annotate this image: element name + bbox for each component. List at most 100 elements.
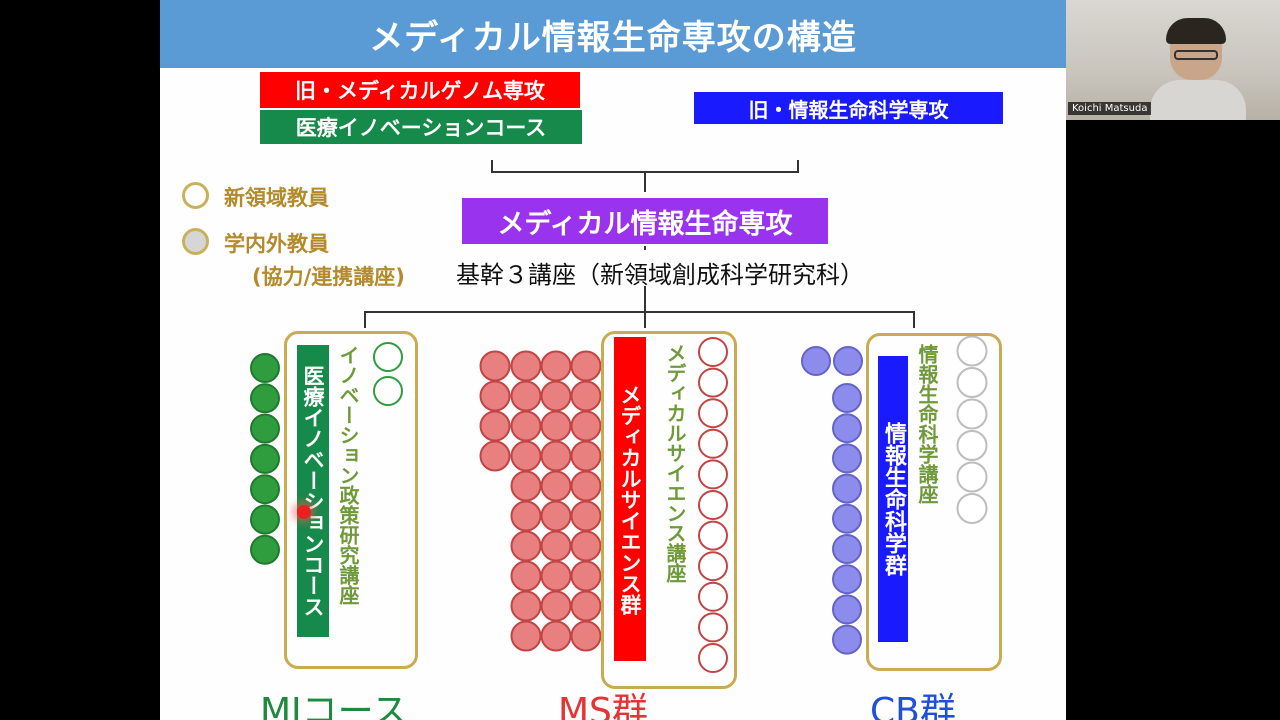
cb-member-circle	[832, 503, 862, 534]
cb-lecture: 情報生命科学講座	[915, 344, 939, 504]
cb-new-circle	[956, 398, 988, 430]
connector-lines	[364, 160, 915, 328]
ms-member-circle	[479, 380, 511, 412]
ms-new-circle	[698, 520, 728, 551]
innovation-course-label: 医療イノベーションコース	[295, 116, 547, 140]
ms-member-circle	[510, 530, 542, 562]
ms-member-circle	[570, 350, 602, 382]
ms-new-circle	[698, 337, 728, 367]
ms-member-circle	[479, 440, 511, 472]
ms-new-circle	[698, 459, 728, 490]
cb-group-frame	[866, 333, 1002, 671]
ms-member-circle	[479, 350, 511, 382]
mi-lecture: イノベーション政策研究講座	[336, 345, 360, 605]
ms-member-circle	[510, 350, 542, 382]
legend-circle-internal	[182, 228, 209, 255]
ms-new-circle	[698, 428, 728, 459]
ms-new-circle	[698, 612, 728, 643]
old-genome-label: 旧・メディカルゲノム専攻	[295, 79, 545, 103]
cb-band: 情報生命科学群	[878, 356, 908, 642]
ms-member-circle	[570, 530, 602, 562]
ms-member-circle	[570, 410, 602, 442]
slide-title-bar: メディカル情報生命専攻の構造	[160, 0, 1066, 68]
member-circles	[250, 335, 988, 673]
webcam-hair	[1166, 18, 1226, 44]
ms-member-circle	[570, 620, 602, 652]
cb-member-circle	[832, 594, 862, 625]
ms-member-circle	[570, 500, 602, 532]
ms-member-circle	[510, 560, 542, 592]
mi-member-circle	[250, 383, 280, 414]
ms-member-circle	[510, 410, 542, 442]
cb-new-circle	[956, 367, 988, 398]
ms-member-circle	[570, 560, 602, 592]
top-bracket	[491, 160, 799, 173]
ms-member-circle	[479, 410, 511, 442]
webcam-participant-name: Koichi Matsuda	[1068, 102, 1152, 115]
ms-member-circle	[540, 530, 572, 562]
mi-band: 医療イノベーションコース	[297, 345, 329, 637]
cb-member-circle	[832, 413, 862, 444]
legend-circle-new	[182, 182, 209, 209]
legend-cooperation: (協力/連携講座)	[252, 265, 405, 289]
subtitle: 基幹３講座（新領域創成科学研究科）	[456, 261, 864, 289]
ms-member-circle	[570, 380, 602, 412]
cb-new-circle	[956, 335, 988, 367]
cb-new-circle	[956, 461, 988, 493]
ms-member-circle	[540, 410, 572, 442]
cb-member-circle	[832, 624, 862, 655]
center-box: メディカル情報生命専攻	[462, 198, 828, 244]
ms-new-circle	[698, 581, 728, 612]
mi-member-circle	[250, 353, 280, 383]
mi-new-circle	[373, 342, 403, 372]
ms-group-label: MS群	[558, 691, 648, 720]
cb-group-label: CB群	[870, 691, 956, 720]
ms-member-circle	[510, 470, 542, 502]
cb-new-circle	[956, 493, 988, 524]
ms-member-circle	[510, 380, 542, 412]
ms-band: メディカルサイエンス群	[614, 337, 646, 661]
mi-group-frame	[284, 331, 418, 669]
mi-member-circle	[250, 443, 280, 474]
slide: メディカル情報生命専攻の構造 旧・メディカルゲノム専攻 医療イノベーションコース…	[160, 0, 1066, 720]
ms-new-circle	[698, 490, 728, 520]
ms-member-circle	[510, 500, 542, 532]
mi-member-circle	[250, 474, 280, 505]
ms-member-circle	[540, 590, 572, 622]
ms-member-circle	[540, 620, 572, 652]
ms-new-circle	[698, 643, 728, 673]
legend-new-faculty: 新領域教員	[224, 186, 329, 210]
ms-member-circle	[570, 590, 602, 622]
ms-member-circle	[540, 560, 572, 592]
mi-new-circle	[373, 376, 403, 406]
ms-member-circle	[510, 440, 542, 472]
ms-member-circle	[570, 470, 602, 502]
mi-member-circle	[250, 413, 280, 444]
cb-member-circle	[832, 383, 862, 413]
ms-new-circle	[698, 398, 728, 429]
center-box-label: メディカル情報生命専攻	[497, 208, 793, 240]
webcam-shirt	[1150, 80, 1246, 120]
cb-new-circle	[956, 430, 988, 461]
old-genome-box: 旧・メディカルゲノム専攻	[260, 72, 580, 108]
slide-title: メディカル情報生命専攻の構造	[369, 17, 857, 58]
mi-member-circle	[250, 534, 280, 565]
webcam-thumbnail[interactable]: Koichi Matsuda	[1066, 0, 1280, 120]
cb-member-circle	[832, 564, 862, 595]
ms-member-circle	[540, 470, 572, 502]
cb-member-circle	[833, 346, 863, 376]
innovation-course-box: 医療イノベーションコース	[260, 110, 582, 144]
old-infolife-label: 旧・情報生命科学専攻	[748, 97, 949, 122]
legend-internal-external: 学内外教員	[224, 232, 329, 256]
cb-member-circle	[801, 346, 831, 376]
ms-member-circle	[540, 440, 572, 472]
ms-member-circle	[570, 440, 602, 472]
ms-member-circle	[540, 350, 572, 382]
laser-pointer-dot	[297, 505, 311, 519]
ms-new-circle	[698, 551, 728, 582]
ms-lecture: メディカルサイエンス講座	[663, 343, 687, 583]
ms-member-circle	[540, 500, 572, 532]
cb-member-circle	[832, 443, 862, 474]
ms-group-frame	[601, 331, 737, 689]
ms-member-circle	[510, 620, 542, 652]
